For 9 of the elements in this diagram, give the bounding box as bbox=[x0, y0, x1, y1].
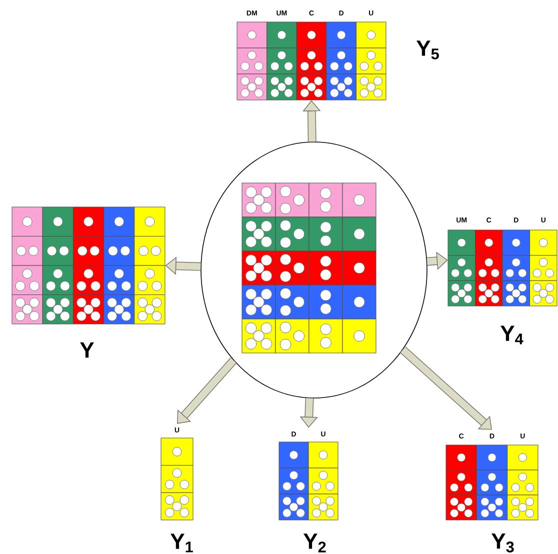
grid-label: Y$_{3}$ bbox=[492, 534, 514, 552]
grid-label: Y$_{4}$ bbox=[500, 326, 524, 344]
block-arrow bbox=[400, 346, 492, 430]
grid-label: Y$_{1}$ bbox=[170, 534, 193, 552]
grid-label: Y$_{5}$ bbox=[416, 40, 439, 60]
dot-grid-drawing bbox=[242, 182, 376, 354]
grid-label: Y$_{2}$ bbox=[304, 534, 326, 552]
block-arrow bbox=[177, 358, 237, 424]
grid-label: Y bbox=[80, 342, 94, 358]
